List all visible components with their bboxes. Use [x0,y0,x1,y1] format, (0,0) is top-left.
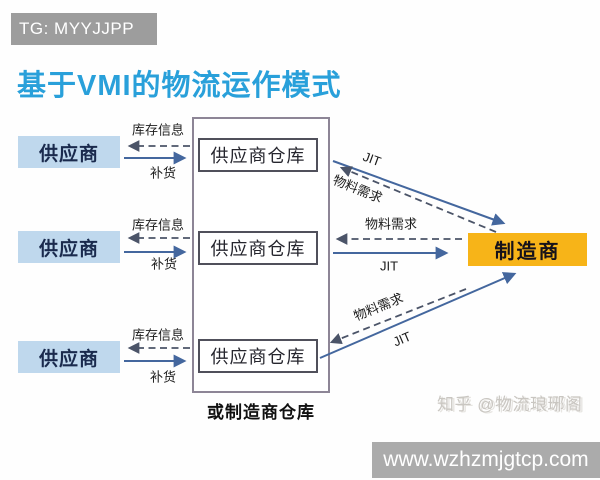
arrow-jit-3 [319,272,517,359]
label-inventory-info-3: 库存信息 [131,327,185,343]
supplier-box-2: 供应商 [18,231,120,263]
label-replenish-1: 补货 [149,165,177,181]
label-material-demand-3: 物料需求 [351,290,406,324]
label-material-demand-2: 物料需求 [364,216,418,232]
label-replenish-2: 补货 [150,256,178,272]
label-jit-1: JIT [360,148,384,170]
manufacturer-box: 制造商 [468,233,587,266]
zhihu-watermark: 知乎 @物流琅琊阁 [437,395,583,414]
page-title: 基于VMI的物流运作模式 [17,70,342,102]
supplier-box-3: 供应商 [18,341,120,373]
label-replenish-3: 补货 [149,369,177,385]
label-jit-2: JIT [379,258,399,274]
footer-url-banner: www.wzhzmjgtcp.com [372,442,600,478]
label-inventory-info-1: 库存信息 [131,122,185,138]
supplier-warehouse-box-1: 供应商仓库 [198,138,318,172]
label-inventory-info-2: 库存信息 [131,217,185,233]
supplier-warehouse-box-3: 供应商仓库 [198,339,318,373]
supplier-box-1: 供应商 [18,136,120,168]
supplier-warehouse-box-2: 供应商仓库 [198,231,318,265]
label-jit-3: JIT [390,328,414,350]
container-caption: 或制造商仓库 [207,403,315,422]
label-material-demand-1: 物料需求 [330,172,385,206]
telegram-badge: TG: MYYJJPP [11,13,157,45]
